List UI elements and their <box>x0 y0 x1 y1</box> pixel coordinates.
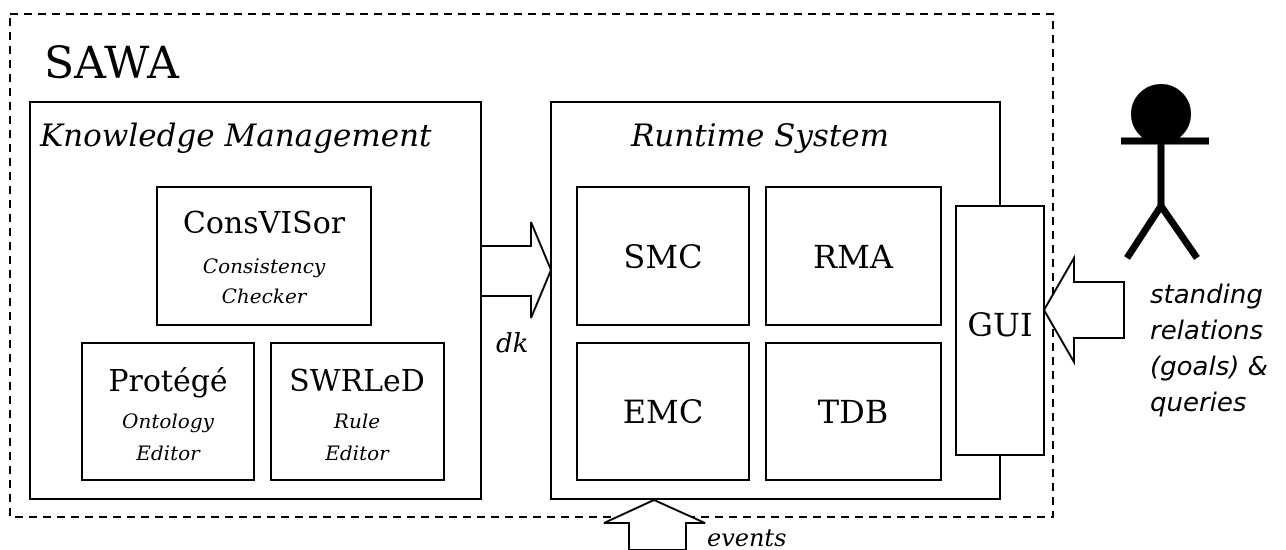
swrled-subtitle-line1: Rule <box>333 409 380 433</box>
gui-label: GUI <box>967 306 1032 344</box>
runtime-system-title: Runtime System <box>630 118 889 154</box>
user-input-line3: (goals) & <box>1150 352 1268 382</box>
consvisor-subtitle-line1: Consistency <box>203 254 326 278</box>
swrled-box <box>270 342 445 481</box>
user-input-line1: standing <box>1150 280 1263 310</box>
swrled-name: SWRLeD <box>289 364 425 399</box>
protege-subtitle-line2: Editor <box>135 441 201 465</box>
knowledge-management-title: Knowledge Management <box>39 118 432 154</box>
emc-box <box>576 342 750 481</box>
events-arrow <box>603 498 706 550</box>
dk-arrow <box>480 221 553 319</box>
smc-label: SMC <box>623 238 702 276</box>
user-input-line4: queries <box>1150 388 1246 418</box>
tdb-label: TDB <box>818 393 889 431</box>
rma-label: RMA <box>813 238 894 276</box>
dk-label: dk <box>496 329 528 359</box>
consvisor-subtitle-line2: Checker <box>222 284 308 308</box>
rma-box <box>765 186 942 326</box>
sawa-boundary <box>9 13 1054 518</box>
protege-subtitle-line1: Ontology <box>122 409 215 433</box>
user-input-arrow <box>1042 254 1125 366</box>
emc-label: EMC <box>623 393 704 431</box>
events-label: events <box>707 524 786 550</box>
user-input-line2: relations <box>1150 316 1263 346</box>
user-stick-figure <box>1121 84 1209 260</box>
protege-name: Protégé <box>108 364 227 399</box>
tdb-box <box>765 342 942 481</box>
consvisor-box <box>156 186 372 326</box>
swrled-subtitle-line2: Editor <box>324 441 390 465</box>
smc-box <box>576 186 750 326</box>
sawa-title: SAWA <box>44 38 180 89</box>
consvisor-name: ConsVISor <box>183 206 346 241</box>
gui-box <box>955 205 1045 456</box>
protege-box <box>81 342 255 481</box>
